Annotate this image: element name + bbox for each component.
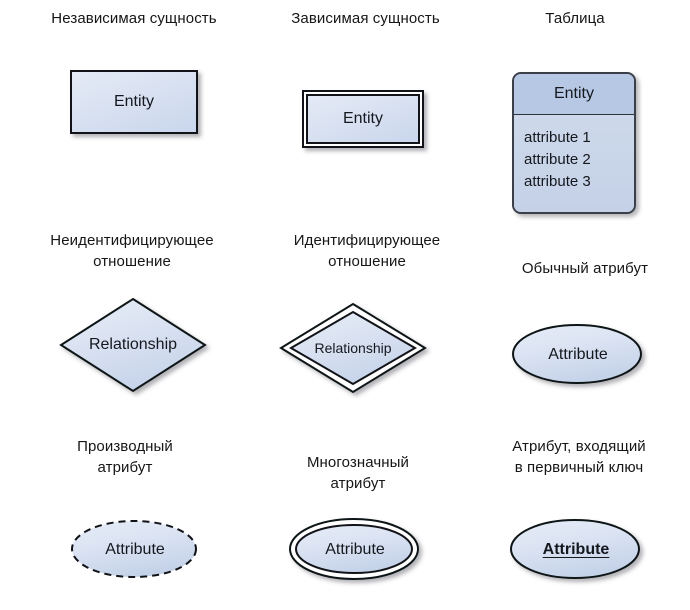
- table-attribute-row: attribute 2: [524, 151, 591, 168]
- table-body: attribute 1 attribute 2 attribute 3: [514, 115, 634, 212]
- legend-label-dependent-entity: Зависимая сущность: [291, 10, 440, 27]
- legend-label-primary-key-attribute: Атрибут, входящий в первичный ключ: [512, 438, 646, 476]
- shape-label-independent-entity: Entity: [113, 93, 154, 110]
- legend-label-non-identifying-relationship: Неидентифицирующее отношение: [50, 232, 214, 270]
- table-attribute-row: attribute 3: [524, 173, 591, 190]
- shape-dependent-entity: Entity: [302, 90, 424, 148]
- shape-label-dependent-entity: Entity: [342, 110, 383, 127]
- legend-label-derived-attribute: Производный атрибут: [77, 438, 173, 476]
- shape-identifying-relationship: Relationship: [279, 302, 427, 394]
- legend-label-table: Таблица: [545, 10, 605, 27]
- table-header: Entity: [514, 74, 634, 115]
- legend-label-identifying-relationship: Идентифицирующее отношение: [293, 232, 441, 270]
- shape-multivalued-attribute: Attribute: [289, 518, 421, 582]
- legend-label-independent-entity: Независимая сущность: [51, 10, 217, 27]
- shape-regular-attribute: Attribute: [512, 324, 644, 386]
- legend-label-multivalued-attribute: Многозначный атрибут: [306, 454, 410, 492]
- shape-primary-key-attribute: Attribute: [510, 519, 642, 581]
- shape-table: Entity attribute 1 attribute 2 attribute…: [512, 72, 636, 214]
- table-header-label: Entity: [553, 85, 594, 102]
- table-attribute-row: attribute 1: [524, 129, 591, 146]
- shape-non-identifying-relationship: Relationship: [59, 297, 207, 393]
- legend-label-regular-attribute: Обычный атрибут: [521, 260, 649, 277]
- shape-derived-attribute: Attribute: [70, 519, 200, 581]
- shape-independent-entity: Entity: [70, 70, 198, 134]
